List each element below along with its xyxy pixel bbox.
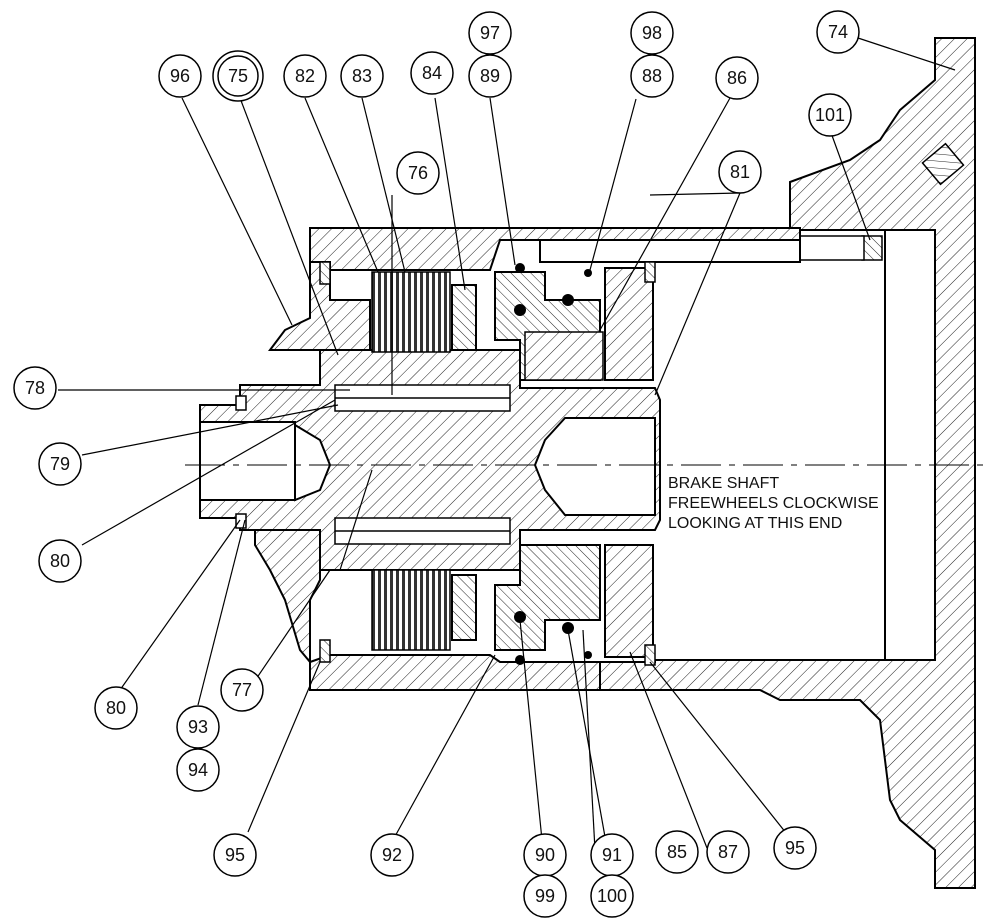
svg-text:74: 74 xyxy=(828,22,848,42)
svg-text:76: 76 xyxy=(408,163,428,183)
callout-79: 79 xyxy=(38,442,82,486)
friction-disc-stack xyxy=(371,271,451,651)
leader-lines xyxy=(58,37,956,851)
callout-74: 74 xyxy=(816,10,860,54)
svg-text:85: 85 xyxy=(667,842,687,862)
callout-90: 90 xyxy=(523,833,567,877)
svg-text:83: 83 xyxy=(352,66,372,86)
svg-text:95: 95 xyxy=(785,838,805,858)
svg-text:96: 96 xyxy=(170,66,190,86)
freewheel-bearing xyxy=(334,384,511,545)
callout-95-left: 95 xyxy=(213,833,257,877)
callout-83: 83 xyxy=(340,54,384,98)
note-line-3: LOOKING AT THIS END xyxy=(668,515,842,532)
housing-flange xyxy=(599,37,976,889)
svg-text:80: 80 xyxy=(106,698,126,718)
callout-77: 77 xyxy=(220,668,264,712)
callout-101: 101 xyxy=(808,93,852,137)
svg-text:84: 84 xyxy=(422,63,442,83)
svg-text:88: 88 xyxy=(642,66,662,86)
callout-99: 99 xyxy=(523,874,567,918)
callout-97: 97 xyxy=(468,11,512,55)
callout-92: 92 xyxy=(370,833,414,877)
callout-80-bottom: 80 xyxy=(94,686,138,730)
callout-98: 98 xyxy=(630,11,674,55)
callout-82: 82 xyxy=(283,54,327,98)
callout-87: 87 xyxy=(706,830,750,874)
svg-text:77: 77 xyxy=(232,680,252,700)
svg-text:94: 94 xyxy=(188,760,208,780)
callout-93: 93 xyxy=(176,705,220,749)
svg-text:99: 99 xyxy=(535,886,555,906)
callout-96: 96 xyxy=(158,54,202,98)
svg-text:86: 86 xyxy=(727,68,747,88)
callout-94: 94 xyxy=(176,748,220,792)
callout-84: 84 xyxy=(410,51,454,95)
svg-text:87: 87 xyxy=(718,842,738,862)
note-line-2: FREEWHEELS CLOCKWISE xyxy=(668,495,879,512)
svg-text:95: 95 xyxy=(225,845,245,865)
note-line-1: BRAKE SHAFT xyxy=(668,475,779,492)
callout-95-right: 95 xyxy=(773,826,817,870)
brake-shaft xyxy=(199,349,661,571)
callout-85: 85 xyxy=(655,830,699,874)
shaft-snap-ring xyxy=(235,395,247,529)
svg-text:92: 92 xyxy=(382,845,402,865)
svg-text:91: 91 xyxy=(602,845,622,865)
callout-100: 100 xyxy=(590,874,634,918)
end-plate xyxy=(604,267,654,658)
callout-78: 78 xyxy=(13,366,57,410)
svg-text:98: 98 xyxy=(642,23,662,43)
callout-88: 88 xyxy=(630,54,674,98)
o-rings xyxy=(514,263,592,665)
callout-80-left: 80 xyxy=(38,539,82,583)
svg-text:79: 79 xyxy=(50,454,70,474)
svg-text:78: 78 xyxy=(25,378,45,398)
pressure-plate xyxy=(451,284,477,641)
retaining-rings xyxy=(319,261,656,666)
note-text: BRAKE SHAFT FREEWHEELS CLOCKWISE LOOKING… xyxy=(668,475,879,532)
cylinder-body xyxy=(309,227,801,691)
spring xyxy=(524,331,604,381)
callouts: 74 75 76 77 78 79 80 80 81 82 83 84 85 8… xyxy=(13,10,860,918)
callout-89: 89 xyxy=(468,54,512,98)
callout-91: 91 xyxy=(590,833,634,877)
svg-text:93: 93 xyxy=(188,717,208,737)
svg-text:90: 90 xyxy=(535,845,555,865)
svg-text:82: 82 xyxy=(295,66,315,86)
callout-81: 81 xyxy=(718,150,762,194)
svg-text:100: 100 xyxy=(597,886,627,906)
svg-text:80: 80 xyxy=(50,551,70,571)
svg-text:75: 75 xyxy=(228,66,248,86)
callout-86: 86 xyxy=(715,56,759,100)
svg-text:97: 97 xyxy=(480,23,500,43)
callout-75: 75 xyxy=(212,50,264,102)
svg-text:101: 101 xyxy=(815,105,845,125)
svg-text:81: 81 xyxy=(730,162,750,182)
svg-text:89: 89 xyxy=(480,66,500,86)
callout-76: 76 xyxy=(396,151,440,195)
